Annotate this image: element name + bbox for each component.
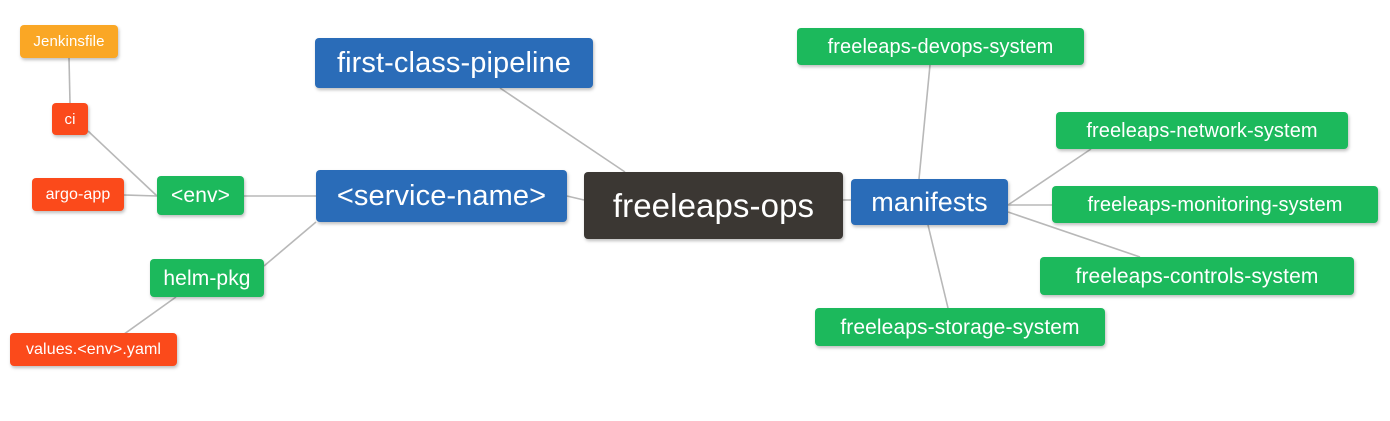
mindmap-node-jenkinsfile[interactable]: Jenkinsfile (20, 25, 118, 58)
mindmap-node-freeleaps-controls-system[interactable]: freeleaps-controls-system (1040, 257, 1354, 295)
mindmap-node-freeleaps-network-system[interactable]: freeleaps-network-system (1056, 112, 1348, 149)
node-label-first-class-pipeline: first-class-pipeline (336, 46, 572, 79)
node-label-freeleaps-devops-system: freeleaps-devops-system (827, 35, 1054, 58)
edge-manifests-to-freeleaps-storage-system (927, 224, 949, 309)
node-label-freeleaps-network-system: freeleaps-network-system (1086, 119, 1318, 142)
mindmap-node-ci[interactable]: ci (52, 103, 88, 135)
mindmap-node-helm-pkg[interactable]: helm-pkg (150, 259, 264, 297)
mindmap-node-first-class-pipeline[interactable]: first-class-pipeline (315, 38, 593, 88)
edge-manifests-to-freeleaps-devops-system (918, 64, 931, 180)
edge-service-name-to-freeleaps-ops (566, 195, 585, 201)
node-label-service-name: <service-name> (336, 179, 547, 212)
edge-service-name-to-helm-pkg (263, 221, 317, 267)
node-label-ci: ci (64, 110, 76, 128)
node-label-env: <env> (171, 184, 230, 207)
edge-jenkinsfile-to-ci (68, 57, 71, 104)
edge-argo-app-to-env (123, 194, 158, 197)
node-label-freeleaps-controls-system: freeleaps-controls-system (1075, 264, 1319, 288)
mindmap-node-env[interactable]: <env> (157, 176, 244, 215)
node-label-freeleaps-storage-system: freeleaps-storage-system (840, 315, 1080, 339)
node-label-helm-pkg: helm-pkg (163, 266, 251, 290)
node-label-jenkinsfile: Jenkinsfile (33, 33, 105, 50)
edge-first-class-pipeline-to-freeleaps-ops (499, 87, 626, 173)
mindmap-node-values-yaml[interactable]: values.<env>.yaml (10, 333, 177, 366)
node-label-manifests: manifests (871, 186, 988, 217)
node-label-freeleaps-monitoring-system: freeleaps-monitoring-system (1087, 193, 1343, 216)
node-label-freeleaps-ops: freeleaps-ops (612, 187, 815, 224)
node-label-values-yaml: values.<env>.yaml (25, 340, 162, 358)
mindmap-node-freeleaps-storage-system[interactable]: freeleaps-storage-system (815, 308, 1105, 346)
mindmap-node-freeleaps-ops[interactable]: freeleaps-ops (584, 172, 843, 239)
mindmap-node-manifests[interactable]: manifests (851, 179, 1008, 225)
mindmap-node-service-name[interactable]: <service-name> (316, 170, 567, 222)
mindmap-node-freeleaps-devops-system[interactable]: freeleaps-devops-system (797, 28, 1084, 65)
mindmap-node-argo-app[interactable]: argo-app (32, 178, 124, 211)
mindmap-node-freeleaps-monitoring-system[interactable]: freeleaps-monitoring-system (1052, 186, 1378, 223)
node-label-argo-app: argo-app (45, 185, 111, 203)
edge-helm-pkg-to-values-yaml (119, 296, 177, 338)
